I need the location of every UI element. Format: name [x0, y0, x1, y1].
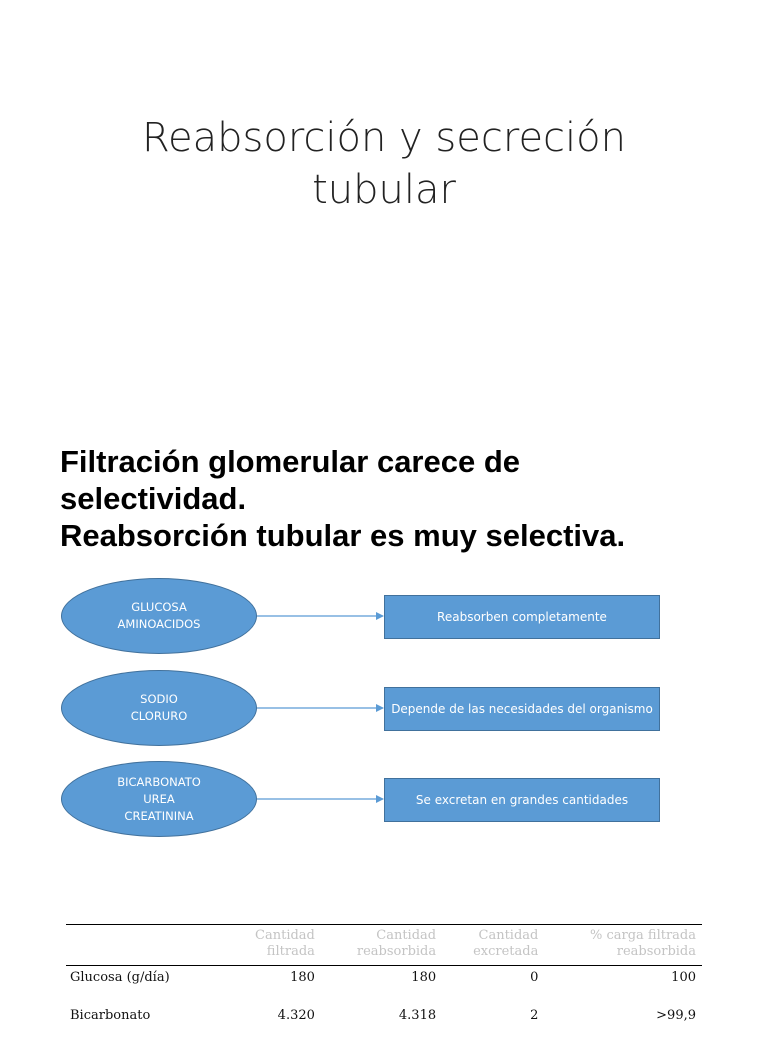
box-2-label: Depende de las necesidades del organismo: [391, 702, 653, 716]
table-cell: 180: [411, 970, 437, 985]
ellipse-1-line-1: GLUCOSA: [131, 600, 187, 614]
table-row: Glucosa (g/día) 180 180 0 100: [66, 966, 702, 1005]
reabsorption-diagram: GLUCOSA AMINOACIDOS Reabsorben completam…: [0, 570, 768, 840]
ellipse-2-line-1: SODIO: [140, 692, 178, 706]
box-se-excretan: Se excretan en grandes cantidades: [384, 778, 660, 822]
ellipse-bicarbonato-urea-creatinina: BICARBONATO UREA CREATININA: [61, 761, 257, 837]
table-cell: >99,9: [656, 1008, 696, 1023]
table-cell: Glucosa (g/día): [70, 970, 170, 985]
ellipse-3-line-2: UREA: [143, 791, 175, 806]
table-cell: 100: [671, 970, 696, 985]
box-reabsorben-completamente: Reabsorben completamente: [384, 595, 660, 639]
table-row: Bicarbonato 4.320 4.318 2 >99,9: [66, 1004, 702, 1042]
slide-title-line-1: Reabsorción y secreción: [142, 115, 626, 161]
table-cell: 2: [530, 1008, 539, 1023]
diagram-arrows: [257, 612, 384, 803]
table-cell: 180: [290, 970, 315, 985]
ellipse-sodio-cloruro: SODIO CLORURO: [61, 670, 257, 746]
table-cell: 4.320: [277, 1008, 315, 1023]
intro-line-3: Reabsorción tubular es muy selectiva.: [60, 518, 626, 553]
table-cell: 0: [530, 970, 539, 985]
intro-text: Filtración glomerular carece de selectiv…: [60, 443, 750, 554]
table-header-cell: [66, 925, 226, 966]
ellipse-3-line-1: BICARBONATO: [117, 774, 201, 789]
ellipse-glucosa-aminoacidos: GLUCOSA AMINOACIDOS: [61, 578, 257, 654]
table-cell: 4.318: [398, 1008, 437, 1023]
ellipse-3-line-3: CREATININA: [124, 808, 194, 823]
intro-line-1: Filtración glomerular carece de: [60, 444, 521, 479]
slide-title: Reabsorción y secreción tubular: [0, 112, 768, 216]
ellipse-2-line-2: CLORURO: [130, 709, 188, 723]
intro-line-2: selectividad.: [60, 481, 247, 516]
box-1-label: Reabsorben completamente: [437, 610, 607, 624]
box-3-label: Se excretan en grandes cantidades: [415, 793, 629, 807]
ellipse-1-line-2: AMINOACIDOS: [117, 617, 201, 631]
box-depende-necesidades: Depende de las necesidades del organismo: [384, 687, 660, 731]
table-cell: Bicarbonato: [70, 1008, 151, 1023]
slide-title-line-2: tubular: [312, 167, 456, 213]
